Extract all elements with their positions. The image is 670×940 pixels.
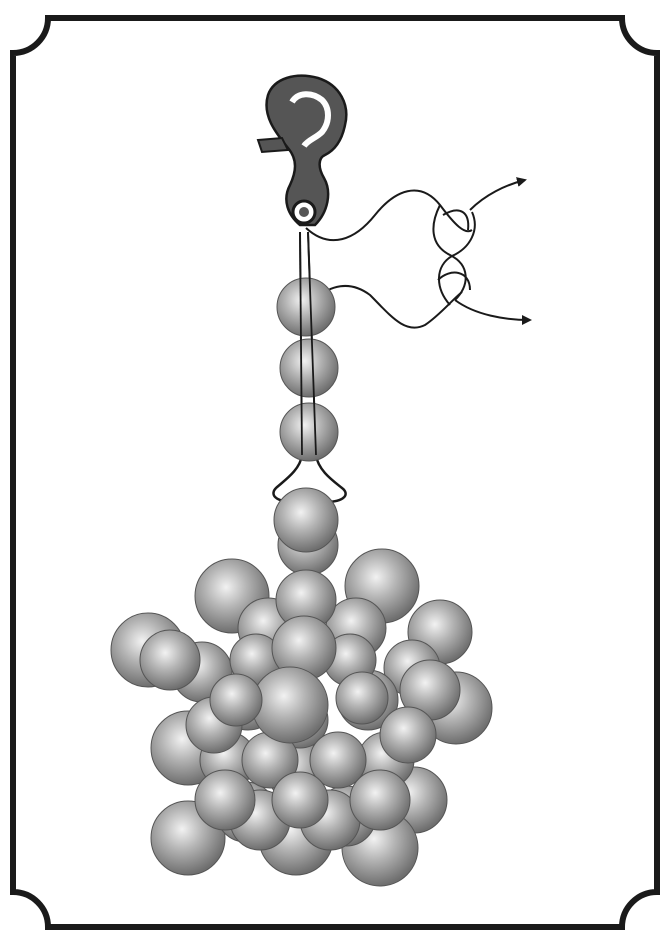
bead <box>252 667 328 743</box>
bead <box>140 630 200 690</box>
bead <box>272 772 328 828</box>
bead <box>210 674 262 726</box>
bead <box>380 707 436 763</box>
bead <box>195 770 255 830</box>
stem-beads <box>277 278 338 461</box>
bead <box>280 403 338 461</box>
bead <box>274 488 338 552</box>
bead <box>336 672 388 724</box>
bead <box>350 770 410 830</box>
bead <box>280 339 338 397</box>
bead <box>277 278 335 336</box>
